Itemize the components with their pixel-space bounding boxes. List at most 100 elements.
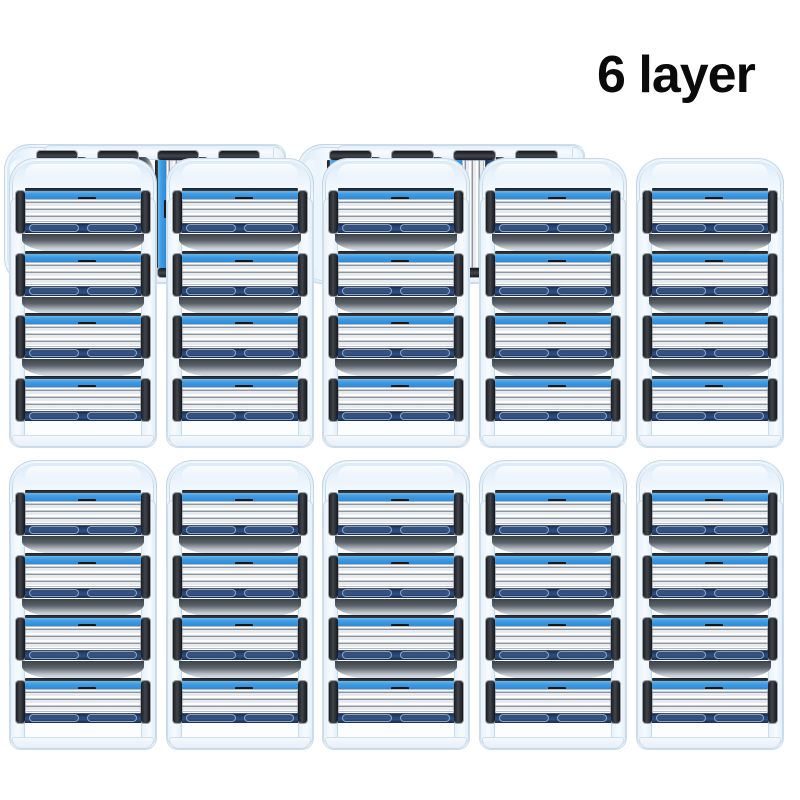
cartridge-guard-band: [182, 188, 298, 201]
cartridge-clip-icon: [643, 556, 652, 598]
lubricating-strip: [338, 713, 454, 723]
lube-strip-outline: [399, 526, 451, 534]
blade-cassette: [182, 387, 298, 410]
cartridge-gap-shadow: [492, 234, 614, 253]
cartridge-clip-icon: [173, 316, 182, 358]
lube-strip-outline: [86, 349, 138, 357]
lube-strip-outline: [655, 526, 707, 534]
cartridge-clip-icon: [454, 618, 463, 660]
cartridge-clip-icon: [173, 618, 182, 660]
razor-cartridge: [329, 376, 463, 422]
cartridge-clip-icon: [173, 681, 182, 723]
cartridge-clip-icon: [768, 316, 777, 358]
lube-strip-outline: [243, 714, 295, 722]
pack-base: [325, 435, 467, 447]
lubricating-strip: [652, 348, 768, 358]
cartridge-clip-icon: [141, 618, 150, 660]
cartridge-clip-icon: [643, 618, 652, 660]
lube-strip-outline: [341, 589, 393, 597]
lubricating-strip: [338, 650, 454, 660]
lube-strip-outline: [341, 349, 393, 357]
cartridge-clip-icon: [329, 191, 338, 233]
lube-strip-outline: [28, 526, 80, 534]
cartridge-gap-shadow: [179, 297, 301, 316]
cartridge-guard-band: [652, 490, 768, 503]
razor-cartridge: [643, 313, 777, 359]
cartridge-gap-shadow: [335, 234, 457, 253]
cartridge-clip-icon: [298, 254, 307, 296]
cartridge-clip-icon: [486, 379, 495, 421]
cartridge-guard-band: [652, 376, 768, 389]
lube-strip-outline: [341, 224, 393, 232]
cartridge-clip-icon: [643, 254, 652, 296]
cartridge-clip-icon: [486, 618, 495, 660]
cartridge-clip-icon: [611, 254, 620, 296]
lube-strip-outline: [341, 526, 393, 534]
lube-strip-outline: [243, 287, 295, 295]
cartridge-guard-band: [338, 376, 454, 389]
lube-strip-outline: [399, 589, 451, 597]
lube-strip-outline: [556, 412, 608, 420]
lube-strip-outline: [185, 412, 237, 420]
cartridge-clip-icon: [16, 191, 25, 233]
razor-cartridge: [643, 553, 777, 599]
lube-strip-outline: [185, 287, 237, 295]
lube-strip-outline: [28, 412, 80, 420]
lube-strip-outline: [655, 412, 707, 420]
cartridge-clip-icon: [768, 493, 777, 535]
lube-strip-outline: [556, 224, 608, 232]
cartridge-clip-icon: [611, 191, 620, 233]
cartridge-guard-band: [182, 313, 298, 326]
razor-cartridge: [486, 678, 620, 724]
lube-strip-outline: [243, 589, 295, 597]
lubricating-strip: [495, 348, 611, 358]
lube-strip-outline: [185, 526, 237, 534]
cartridge-guard-band: [495, 251, 611, 264]
cartridge-gap-shadow: [335, 297, 457, 316]
razor-cartridge: [16, 188, 150, 234]
cartridge-guard-band: [25, 490, 141, 503]
cartridge-clip-icon: [768, 191, 777, 233]
cartridge-guard-band: [182, 490, 298, 503]
razor-cartridge: [329, 678, 463, 724]
cartridge-clip-icon: [16, 379, 25, 421]
cartridge-gap-shadow: [649, 661, 771, 680]
lube-strip-outline: [243, 349, 295, 357]
razor-cartridge: [16, 678, 150, 724]
razor-cartridge: [173, 678, 307, 724]
cartridge-pack: [479, 158, 627, 448]
cartridge-guard-band: [25, 313, 141, 326]
lubricating-strip: [652, 286, 768, 296]
blade-cassette: [495, 564, 611, 587]
lubricating-strip: [182, 411, 298, 421]
blade-cassette: [338, 626, 454, 649]
cartridge-guard-band: [495, 553, 611, 566]
blade-cassette: [338, 324, 454, 347]
razor-cartridge: [486, 615, 620, 661]
blade-cassette: [338, 262, 454, 285]
lube-strip-outline: [185, 589, 237, 597]
lube-strip-outline: [713, 714, 765, 722]
cartridge-gap-shadow: [179, 599, 301, 618]
cartridge-gap-shadow: [335, 359, 457, 378]
cartridge-guard-band: [25, 678, 141, 691]
cartridge-clip-icon: [298, 556, 307, 598]
razor-cartridge: [329, 251, 463, 297]
razor-cartridge: [643, 376, 777, 422]
cartridge-clip-icon: [643, 493, 652, 535]
razor-cartridge: [329, 615, 463, 661]
lubricating-strip: [652, 588, 768, 598]
lube-strip-outline: [556, 589, 608, 597]
blade-cassette: [182, 501, 298, 524]
blade-cassette: [25, 387, 141, 410]
lubricating-strip: [25, 525, 141, 535]
cartridge-guard-band: [495, 678, 611, 691]
lube-strip-outline: [556, 349, 608, 357]
lube-strip-outline: [185, 224, 237, 232]
razor-cartridge: [16, 251, 150, 297]
lube-strip-outline: [655, 349, 707, 357]
cartridge-gap-shadow: [649, 536, 771, 555]
cartridge-guard-band: [652, 553, 768, 566]
lube-strip-outline: [86, 526, 138, 534]
cartridge-guard-band: [495, 615, 611, 628]
